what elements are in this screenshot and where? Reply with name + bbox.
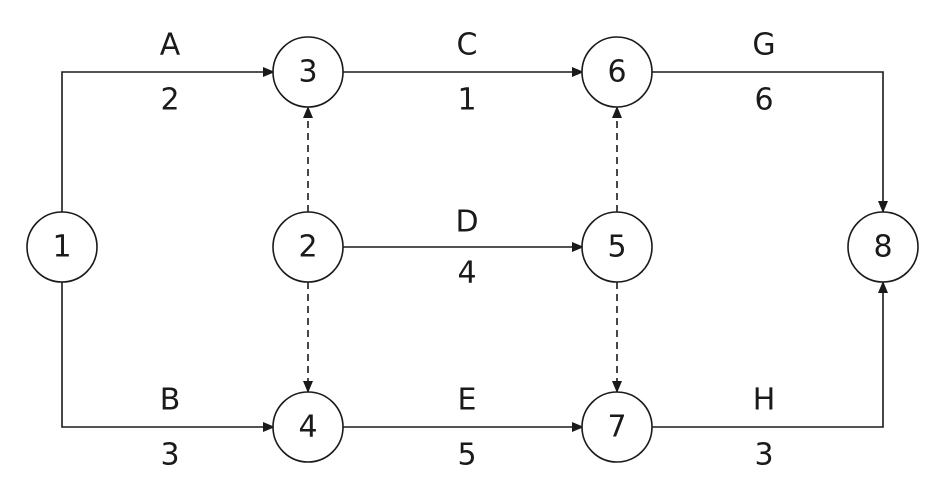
- edge-H: [652, 281, 888, 428]
- node-5-label: 5: [607, 230, 626, 265]
- node-4: 4: [272, 391, 344, 463]
- activity-name-H: H: [753, 383, 776, 418]
- node-3-label: 3: [298, 55, 317, 90]
- activity-duration-B: 3: [160, 438, 179, 473]
- activity-name-C: C: [457, 28, 478, 63]
- activity-name-D: D: [455, 205, 478, 240]
- event-nodes: 1 2 3 4 5 6 7 8: [26, 36, 919, 463]
- activity-duration-A: 2: [160, 83, 179, 118]
- activity-name-B: B: [160, 383, 181, 418]
- node-8-label: 8: [873, 230, 892, 265]
- node-2-label: 2: [298, 230, 317, 265]
- node-5: 5: [581, 211, 653, 283]
- node-6-label: 6: [607, 55, 626, 90]
- activity-duration-H: 3: [754, 438, 773, 473]
- node-3: 3: [272, 36, 344, 108]
- node-7: 7: [581, 391, 653, 463]
- activity-name-G: G: [752, 28, 775, 63]
- node-4-label: 4: [298, 410, 317, 445]
- node-2: 2: [272, 211, 344, 283]
- dummy-edges: [303, 106, 622, 393]
- edge-G: [652, 71, 888, 213]
- edge-A: [61, 67, 275, 212]
- activity-duration-D: 4: [457, 256, 476, 291]
- activity-name-E: E: [458, 383, 477, 418]
- node-6: 6: [581, 36, 653, 108]
- activity-name-A: A: [160, 28, 181, 63]
- activity-duration-G: 6: [754, 83, 773, 118]
- activity-durations: 2 3 1 4 5 6 3: [160, 83, 773, 473]
- activity-duration-E: 5: [457, 438, 476, 473]
- edge-B: [61, 282, 275, 432]
- activity-names: A B C D E G H: [160, 28, 776, 418]
- activity-edges: [61, 67, 888, 432]
- node-7-label: 7: [607, 410, 626, 445]
- node-8: 8: [847, 211, 919, 283]
- activity-duration-C: 1: [457, 83, 476, 118]
- node-1: 1: [26, 211, 98, 283]
- node-1-label: 1: [52, 230, 71, 265]
